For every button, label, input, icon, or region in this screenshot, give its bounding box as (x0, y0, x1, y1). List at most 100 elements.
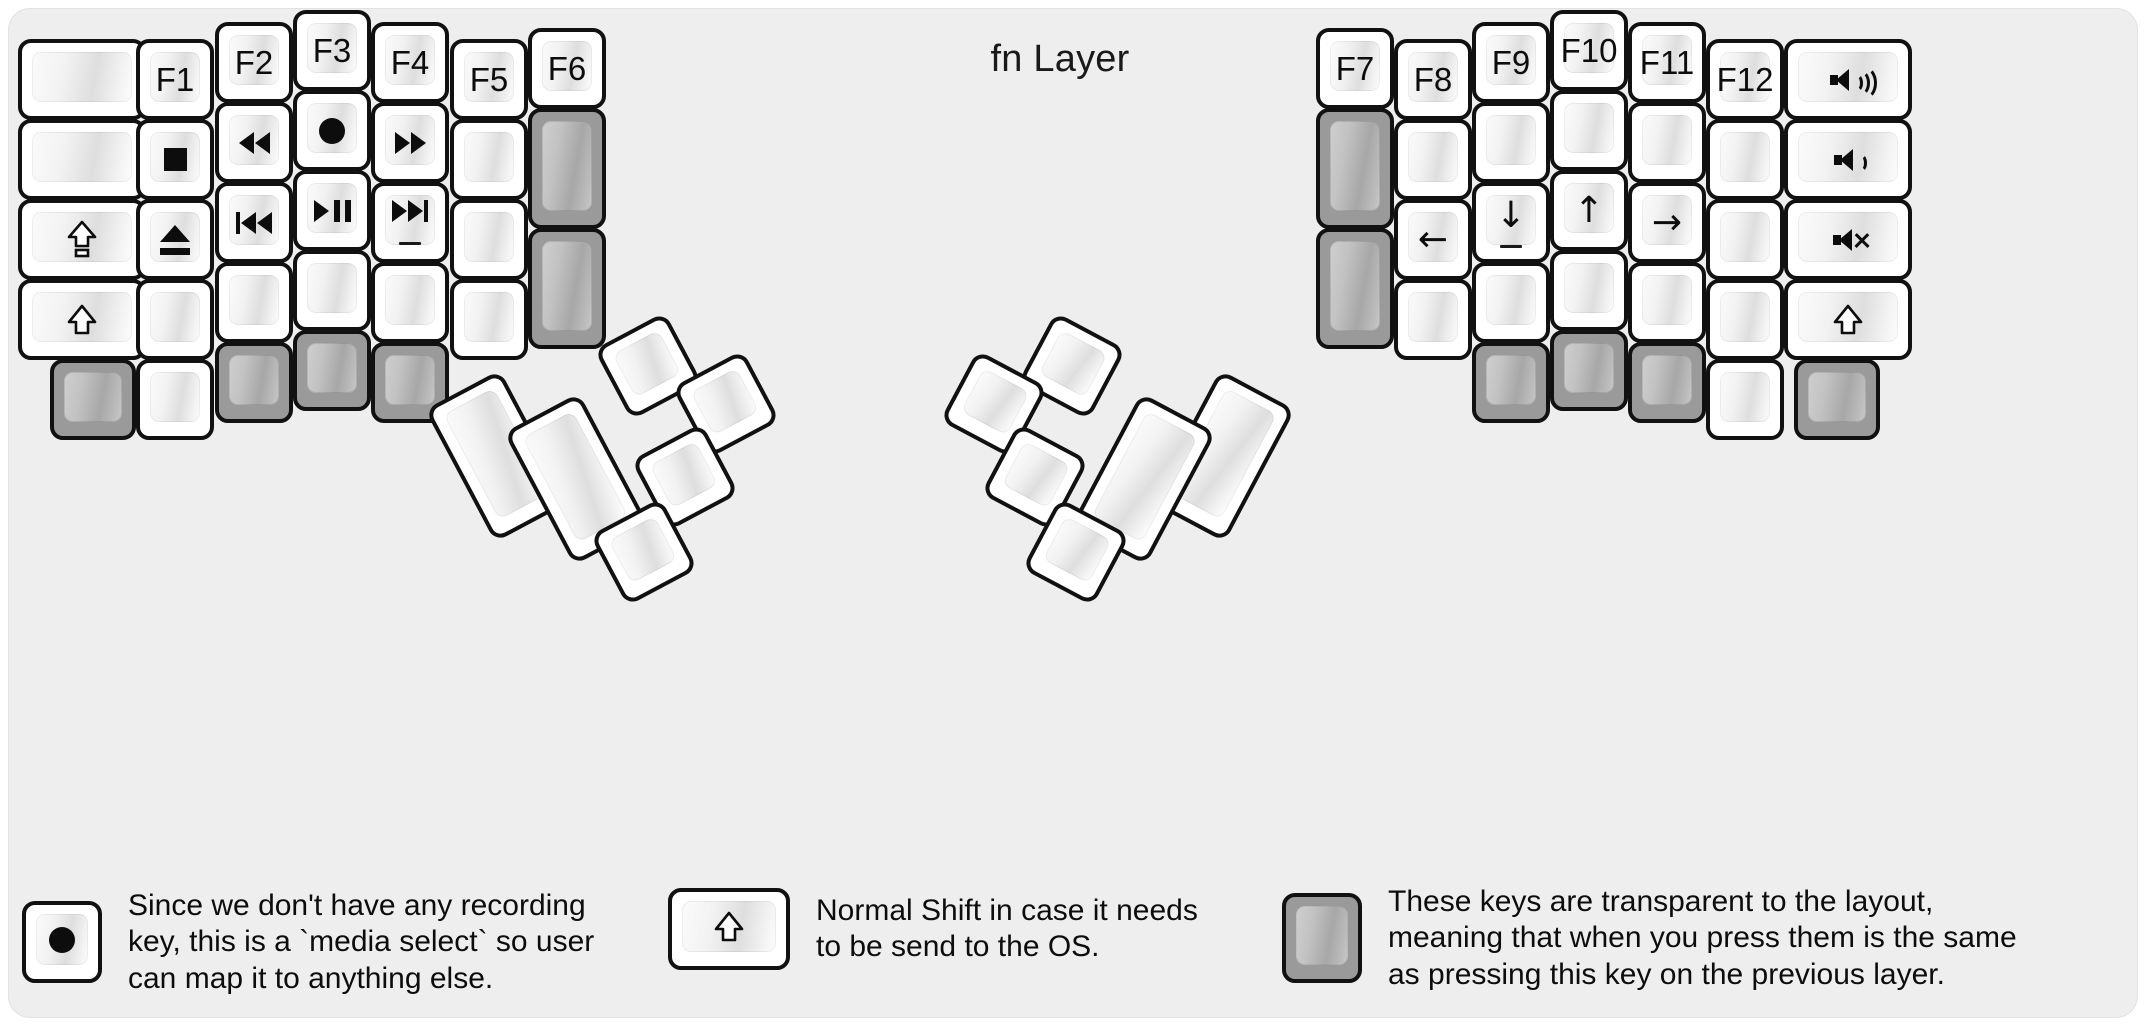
key-left-c6-r4[interactable] (450, 279, 528, 360)
key-right-c6-r1[interactable]: F12 (1706, 39, 1784, 120)
key-left-c2-r4[interactable] (136, 279, 214, 360)
key-right-c5-r5-transparent[interactable] (1628, 342, 1706, 423)
key-right-c1-r3-transparent[interactable] (1316, 228, 1394, 349)
keycap-face (1408, 52, 1458, 102)
keycap-face (64, 372, 122, 422)
key-right-c7-r2[interactable] (1784, 119, 1912, 200)
key-left-c2-r3[interactable] (136, 199, 214, 280)
key-left-c4-r5-transparent[interactable] (293, 330, 371, 411)
keycap-face (229, 275, 279, 325)
key-right-c6-r3[interactable] (1706, 199, 1784, 280)
key-left-c1-r3[interactable] (18, 199, 146, 280)
keycap-face (32, 292, 132, 342)
keycap-face (1720, 372, 1770, 422)
legend-key-transparent (1282, 893, 1362, 984)
key-right-c5-r4[interactable] (1628, 262, 1706, 343)
key-left-c4-r2[interactable] (293, 90, 371, 171)
key-left-c6-r3[interactable] (450, 199, 528, 280)
keycap-face (960, 367, 1030, 436)
keycap-face (385, 195, 435, 245)
legend-transparent: These keys are transparent to the layout… (1282, 884, 2017, 993)
key-right-c3-r5-transparent[interactable] (1472, 342, 1550, 423)
keycap-face (1042, 515, 1112, 584)
key-right-c1-r2-transparent[interactable] (1316, 108, 1394, 229)
keycap-face (608, 515, 678, 584)
keycap-face (229, 35, 279, 85)
key-left-c4-r3[interactable] (293, 170, 371, 251)
keycap-face (1642, 195, 1692, 245)
key-right-c4-r5-transparent[interactable] (1550, 330, 1628, 411)
key-right-c5-r2[interactable] (1628, 102, 1706, 183)
keycap-face (464, 52, 514, 102)
keycap-face (385, 275, 435, 325)
key-right-c2-r4[interactable] (1394, 279, 1472, 360)
key-left-c5-r3[interactable] (371, 182, 449, 263)
key-left-c7-r1[interactable]: F6 (528, 28, 606, 109)
keycap-face (150, 132, 200, 182)
key-left-c1-r2[interactable] (18, 119, 146, 200)
key-right-c7-r1[interactable] (1784, 39, 1912, 120)
page-title: fn Layer (990, 38, 1130, 80)
keycap-face (1720, 212, 1770, 262)
key-left-c3-r1[interactable]: F2 (215, 22, 293, 103)
keycap-face (385, 355, 435, 405)
key-right-c2-r3[interactable]: ← (1394, 199, 1472, 280)
key-left-c4-r1[interactable]: F3 (293, 10, 371, 91)
key-left-c3-r3[interactable] (215, 182, 293, 263)
key-left-c4-r4[interactable] (293, 250, 371, 331)
key-right-c2-r2[interactable] (1394, 119, 1472, 200)
key-left-c2-r5[interactable] (136, 359, 214, 440)
key-left-c7-r2-transparent[interactable] (528, 108, 606, 229)
key-left-c3-r5-transparent[interactable] (215, 342, 293, 423)
keycap-face (1486, 355, 1536, 405)
key-right-c5-r1[interactable]: F11 (1628, 22, 1706, 103)
key-left-c6-r2[interactable] (450, 119, 528, 200)
key-right-c6-r5[interactable] (1706, 359, 1784, 440)
key-left-c6-r1[interactable]: F5 (450, 39, 528, 120)
keycap-face (1642, 355, 1692, 405)
key-right-c7-r5-transparent[interactable] (1794, 359, 1880, 440)
key-right-c5-r3[interactable]: → (1628, 182, 1706, 263)
key-right-c6-r2[interactable] (1706, 119, 1784, 200)
key-left-c3-r2[interactable] (215, 102, 293, 183)
key-legend (714, 911, 744, 948)
keycap-face (307, 23, 357, 73)
key-right-c1-r1[interactable]: F7 (1316, 28, 1394, 109)
key-right-c3-r1[interactable]: F9 (1472, 22, 1550, 103)
shift-icon (714, 911, 744, 941)
key-left-c5-r1[interactable]: F4 (371, 22, 449, 103)
key-left-c2-r2[interactable] (136, 119, 214, 200)
key-right-c3-r4[interactable] (1472, 262, 1550, 343)
keycap-face (690, 367, 760, 436)
key-left-c7-r3-transparent[interactable] (528, 228, 606, 349)
keycap-face (150, 292, 200, 342)
key-left-c1-r5-transparent[interactable] (50, 359, 136, 440)
key-right-c3-r2[interactable] (1472, 102, 1550, 183)
keycap-face (150, 212, 200, 262)
key-left-c1-r4[interactable] (18, 279, 146, 360)
legend-key-record (22, 901, 102, 984)
keycap-face (1330, 241, 1380, 331)
key-left-c3-r4[interactable] (215, 262, 293, 343)
key-right-c2-r1[interactable]: F8 (1394, 39, 1472, 120)
keycap-face (649, 440, 719, 509)
key-right-c3-r3[interactable]: ↓ (1472, 182, 1550, 263)
key-left-c5-r4[interactable] (371, 262, 449, 343)
key-right-c4-r4[interactable] (1550, 250, 1628, 331)
keycap-face (32, 212, 132, 262)
key-right-c4-r1[interactable]: F10 (1550, 10, 1628, 91)
keycap-face (150, 52, 200, 102)
keycap-face (385, 115, 435, 165)
key-right-c4-r2[interactable] (1550, 90, 1628, 171)
key-right-c7-r4[interactable] (1784, 279, 1912, 360)
key-right-c7-r3[interactable] (1784, 199, 1912, 280)
keycap-face (385, 35, 435, 85)
key-right-c4-r3[interactable]: ↑ (1550, 170, 1628, 251)
keycap-face (1808, 372, 1866, 422)
key-left-c2-r1[interactable]: F1 (136, 39, 214, 120)
key-left-c1-r1[interactable] (18, 39, 146, 120)
key-left-c5-r2[interactable] (371, 102, 449, 183)
keycap-face (542, 41, 592, 91)
key-right-c6-r4[interactable] (1706, 279, 1784, 360)
